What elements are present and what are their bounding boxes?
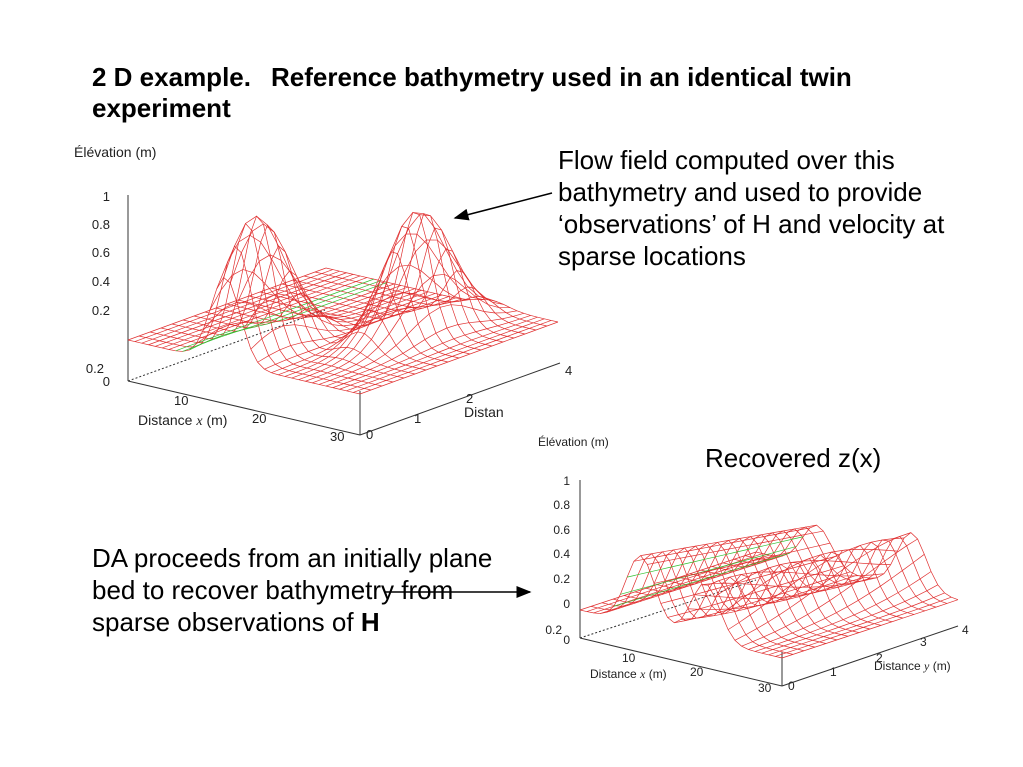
plot2-ztick-0: 1 (563, 474, 570, 488)
plot2-mesh (579, 524, 959, 659)
plot2-zlabel: Élévation (m) (538, 434, 609, 449)
plot2-ztick-5: 0 (563, 597, 570, 611)
da-note-text: DA proceeds from an initially plane bed … (92, 543, 493, 637)
plot2-ztick-4: 0.2 (553, 572, 570, 586)
slide-title-part1: 2 D example. (92, 62, 251, 92)
plot1-mesh (127, 212, 559, 395)
plot1-xtick-2: 30 (330, 429, 344, 444)
plot2-ytick-1: 1 (830, 665, 837, 679)
plot1-ytick-0: 0 (366, 427, 373, 442)
plot1-xtick-1: 20 (252, 411, 266, 426)
plot2-ztick-3: 0.4 (553, 547, 570, 561)
arrow-to-plot1 (453, 192, 553, 221)
plot2-xtick-0: 10 (622, 651, 636, 665)
plot2-ztick-6: 0.2 (545, 623, 562, 637)
plot1-ztick-6: 0 (103, 374, 110, 389)
plot1-ztick-3: 0.4 (92, 274, 110, 289)
plot1-axes (127, 195, 561, 436)
plot2-ztick-2: 0.6 (553, 523, 570, 537)
plot2-ylabel: Distance y (m) (874, 659, 951, 673)
plot2-ztick-1: 0.8 (553, 498, 570, 512)
plot2-xtick-2: 30 (758, 681, 772, 695)
plot1-ztick-1: 0.8 (92, 217, 110, 232)
plot2-ytick-4: 4 (962, 623, 969, 637)
recovered-note: Recovered z(x) (705, 443, 882, 473)
plot1-ztick-0: 1 (103, 189, 110, 204)
plot1-ztick-4: 0.2 (92, 303, 110, 318)
slide-title: 2 D example.Reference bathymetry used in… (92, 62, 972, 124)
plot1-ytick-3: 4 (565, 363, 572, 378)
plot2-ytick-3: 3 (920, 635, 927, 649)
da-note-bold: H (360, 607, 380, 637)
plot1-surface: Élévation (m) 1 0.8 0.6 0.4 0.2 0.2 0 10… (74, 144, 572, 444)
plot2-xlabel: Distance x (m) (590, 667, 667, 681)
plot1-ylabel: Distan (464, 404, 504, 420)
slide-title-part2: Reference bathymetry used in an identica… (92, 62, 852, 123)
da-note: DA proceeds from an initially plane bed … (92, 542, 512, 638)
plot2-xtick-1: 20 (690, 665, 704, 679)
plot1-xlabel: Distance x (m) (138, 412, 227, 429)
plot1-xtick-0: 10 (174, 393, 188, 408)
plot2-ytick-0: 0 (788, 679, 795, 693)
plot1-ytick-2: 2 (466, 391, 473, 406)
plot1-ytick-1: 1 (414, 411, 421, 426)
plot1-zlabel: Élévation (m) (74, 144, 156, 160)
plot1-ztick-5: 0.2 (86, 361, 104, 376)
flow-field-note: Flow field computed over this bathymetry… (558, 145, 945, 271)
plot2-axes (579, 480, 959, 687)
plot2-surface: Élévation (m) 1 0.8 0.6 0.4 0.2 0 0.2 0 … (538, 434, 969, 695)
plot2-ytick-2: 2 (876, 651, 883, 665)
plot2-ztick-7: 0 (563, 633, 570, 647)
plot1-ztick-2: 0.6 (92, 245, 110, 260)
